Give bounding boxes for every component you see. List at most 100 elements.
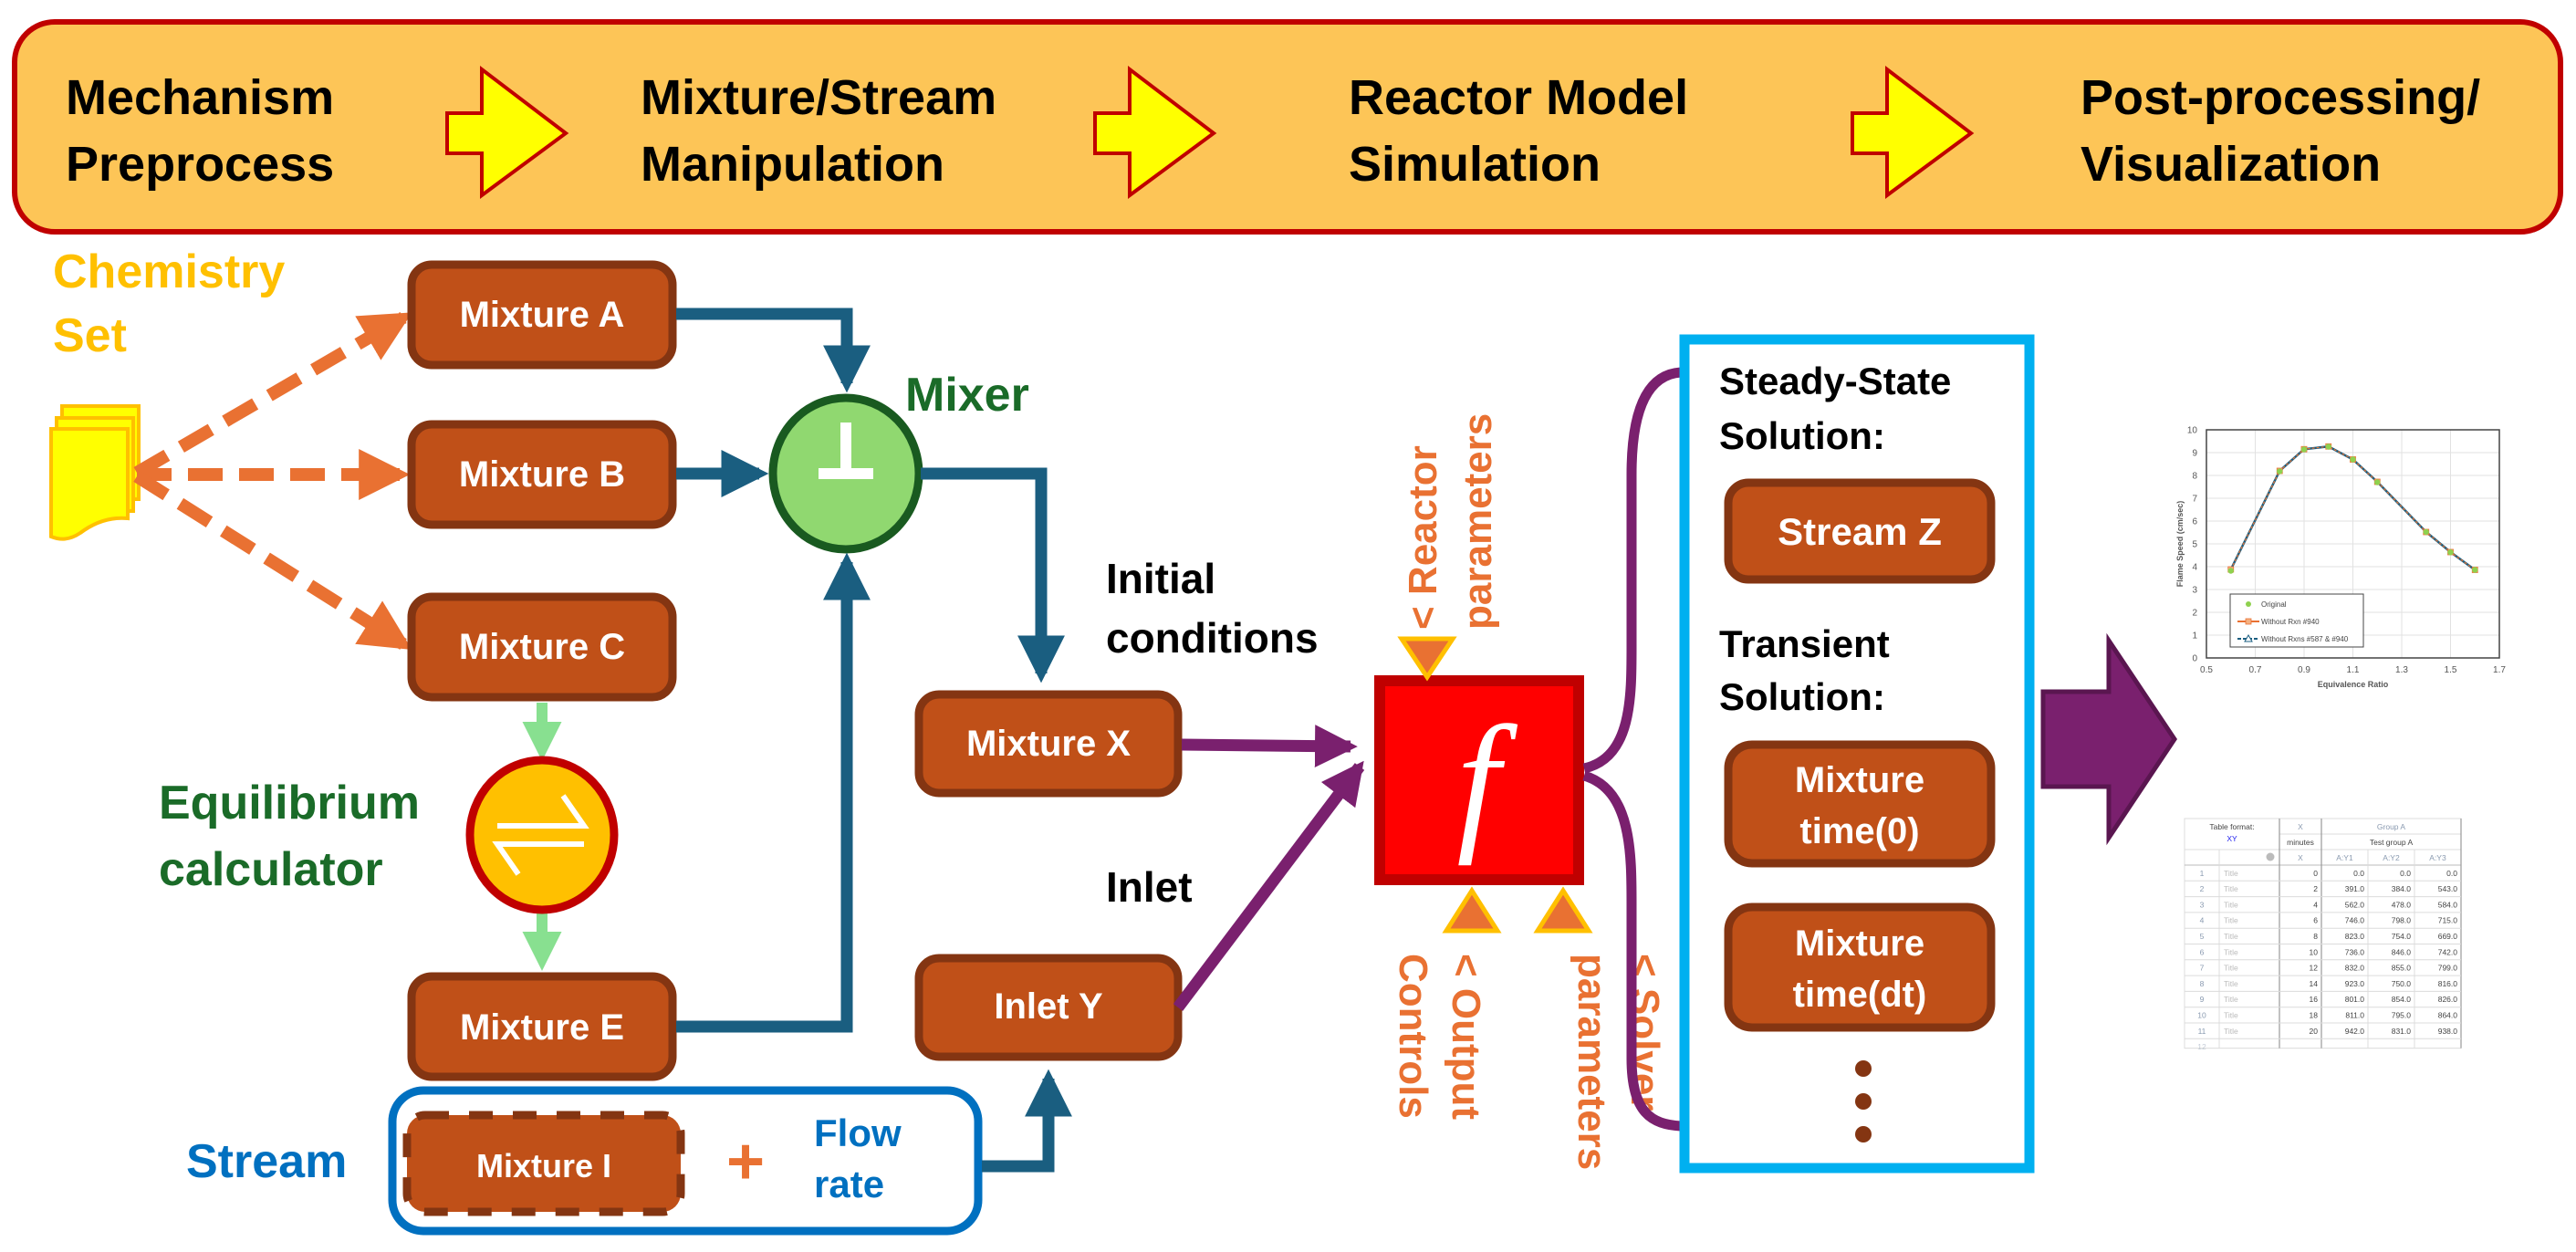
chart-point-original (2300, 446, 2308, 453)
stage-arrow-icon (1093, 65, 1217, 199)
table-cell-x: 18 (2310, 1011, 2319, 1020)
chart-x-tick-label: 1.3 (2395, 665, 2408, 675)
table-cell-y: 938.0 (2438, 1027, 2458, 1036)
chart-point-original (2277, 468, 2283, 475)
stage-1-line1: Mechanism (66, 70, 334, 125)
mixture-e-label: Mixture E (460, 1007, 624, 1048)
stage-4-line2: Visualization (2081, 137, 2381, 192)
solver-parameters-line2: parameters (1570, 954, 1614, 1170)
chart-y-tick-label: 5 (2192, 540, 2197, 550)
mixer-to-mixture-x-flow (921, 467, 1065, 683)
table-cell-y: 923.0 (2345, 979, 2365, 988)
chart-x-axis-label: Equivalence Ratio (2318, 680, 2389, 689)
table-row-number: 1 (2200, 869, 2205, 878)
table-row-number: 10 (2197, 1011, 2206, 1020)
table-row-title: Title (2224, 916, 2238, 925)
table-cell-y: 832.0 (2345, 964, 2365, 973)
table-cell-x: 12 (2310, 964, 2319, 973)
table-cell-y: 942.0 (2345, 1027, 2365, 1036)
table-row-title: Title (2224, 1011, 2238, 1020)
mixture-i-label: Mixture I (476, 1147, 611, 1184)
chart-y-tick-label: 7 (2192, 495, 2197, 505)
table-cell-y: 715.0 (2438, 916, 2458, 925)
table-cell-x: 14 (2310, 979, 2319, 988)
solver-parameters-input-icon[interactable] (1533, 886, 1593, 934)
stream-z-box[interactable]: Stream Z (1724, 478, 1996, 584)
table-cell-y: 846.0 (2392, 947, 2412, 956)
table-cell-x: 20 (2310, 1027, 2319, 1036)
chart-y-axis-label: Flame Speed (cm/sec) (2175, 501, 2185, 588)
chart-y-tick-label: 0 (2192, 654, 2197, 664)
stream-container[interactable]: Mixture I + Flow rate (388, 1086, 983, 1236)
mixture-time-dt-box[interactable]: Mixture time(dt) (1724, 902, 1996, 1032)
chart-y-tick-label: 4 (2192, 563, 2197, 573)
mixture-e-box[interactable]: Mixture E (407, 972, 677, 1081)
table-column-header: A:Y2 (2383, 853, 2400, 862)
legend-label-original: Original (2261, 600, 2287, 609)
header-background (12, 19, 2563, 235)
table-row-number: 9 (2200, 995, 2205, 1004)
steady-state-title-line2: Solution: (1719, 414, 1885, 457)
chart-point-original (2350, 456, 2356, 463)
table-cell-x: 16 (2310, 995, 2319, 1004)
stage-4-line1: Post-processing/ (2081, 70, 2480, 125)
equilibrium-calculator[interactable] (465, 756, 619, 914)
table-cell-y: 799.0 (2438, 964, 2458, 973)
output-controls-line2: Controls (1391, 954, 1435, 1119)
stage-arrow-icon (445, 65, 569, 199)
table-cell-y: 795.0 (2392, 1011, 2412, 1020)
output-controls-input-icon[interactable] (1442, 886, 1502, 934)
reactor-model-block[interactable]: f (1374, 675, 1584, 885)
chart-x-tick-label: 1.5 (2445, 665, 2457, 675)
chart-y-tick-label: 9 (2192, 449, 2197, 459)
reactor-parameters-line2: parameters (1455, 413, 1500, 630)
mixer-node[interactable] (768, 393, 923, 554)
mixture-a-box[interactable]: Mixture A (407, 260, 677, 370)
chart-point-original (2447, 549, 2454, 556)
mixer-label: Mixer (905, 369, 1029, 422)
table-format-label: Table format: (2209, 822, 2254, 831)
chemistry-set-label-line1: Chemistry (53, 245, 285, 298)
inlet-y-to-reactor-flow (1173, 760, 1365, 1011)
table-group-header: Group A (2377, 822, 2406, 831)
inlet-y-box[interactable]: Inlet Y (914, 954, 1183, 1061)
mixture-c-box[interactable]: Mixture C (407, 592, 677, 702)
mixture-a-label: Mixture A (460, 295, 625, 335)
legend-marker-original (2246, 601, 2251, 607)
table-cell-x: 4 (2313, 900, 2318, 909)
table-row-title: Title (2224, 964, 2238, 973)
chart-y-tick-label: 2 (2192, 609, 2197, 619)
steady-state-title-line1: Steady-State (1719, 360, 1951, 402)
stream-plus-icon: + (726, 1125, 765, 1198)
table-cell-y: 736.0 (2345, 947, 2365, 956)
table-cell-y: 562.0 (2345, 900, 2365, 909)
table-cell-y: 391.0 (2345, 884, 2365, 893)
stage-2-line1: Mixture/Stream (641, 70, 996, 125)
reactor-parameters-input-icon[interactable] (1397, 636, 1457, 682)
table-cell-x: 10 (2310, 947, 2319, 956)
table-row-title: Title (2224, 869, 2238, 878)
workflow-header-banner: Mechanism Preprocess Mixture/Stream Mani… (12, 19, 2563, 235)
stream-z-label: Stream Z (1778, 510, 1942, 553)
reactor-to-transient-connector (1582, 770, 1682, 1132)
chart-x-tick-label: 0.7 (2249, 665, 2262, 675)
stream-to-inlet-y-flow (982, 1069, 1072, 1173)
table-row-number: 11 (2198, 1027, 2206, 1036)
documents-icon[interactable] (49, 404, 141, 541)
mixture-time-dt-line1: Mixture (1795, 923, 1924, 964)
mixture-x-box[interactable]: Mixture X (914, 690, 1183, 798)
mixture-a-to-mixer-flow (676, 308, 871, 393)
chart-y-tick-label: 8 (2192, 472, 2197, 482)
mixture-i-box[interactable]: Mixture I (402, 1111, 685, 1216)
plus-icon (819, 423, 873, 479)
table-cell-y: 742.0 (2438, 947, 2458, 956)
table-row-number: 7 (2200, 964, 2205, 973)
mixture-time-0-line2: time(0) (1799, 811, 1919, 851)
mixture-b-box[interactable]: Mixture B (407, 420, 677, 529)
mixture-time-0-box[interactable]: Mixture time(0) (1724, 740, 1996, 868)
legend-marker-without-rxns-587-940 (2244, 633, 2253, 642)
table-cell-y: 0.0 (2446, 869, 2457, 878)
table-row-title: Title (2224, 884, 2238, 893)
table-cell-y: 864.0 (2438, 1011, 2458, 1020)
